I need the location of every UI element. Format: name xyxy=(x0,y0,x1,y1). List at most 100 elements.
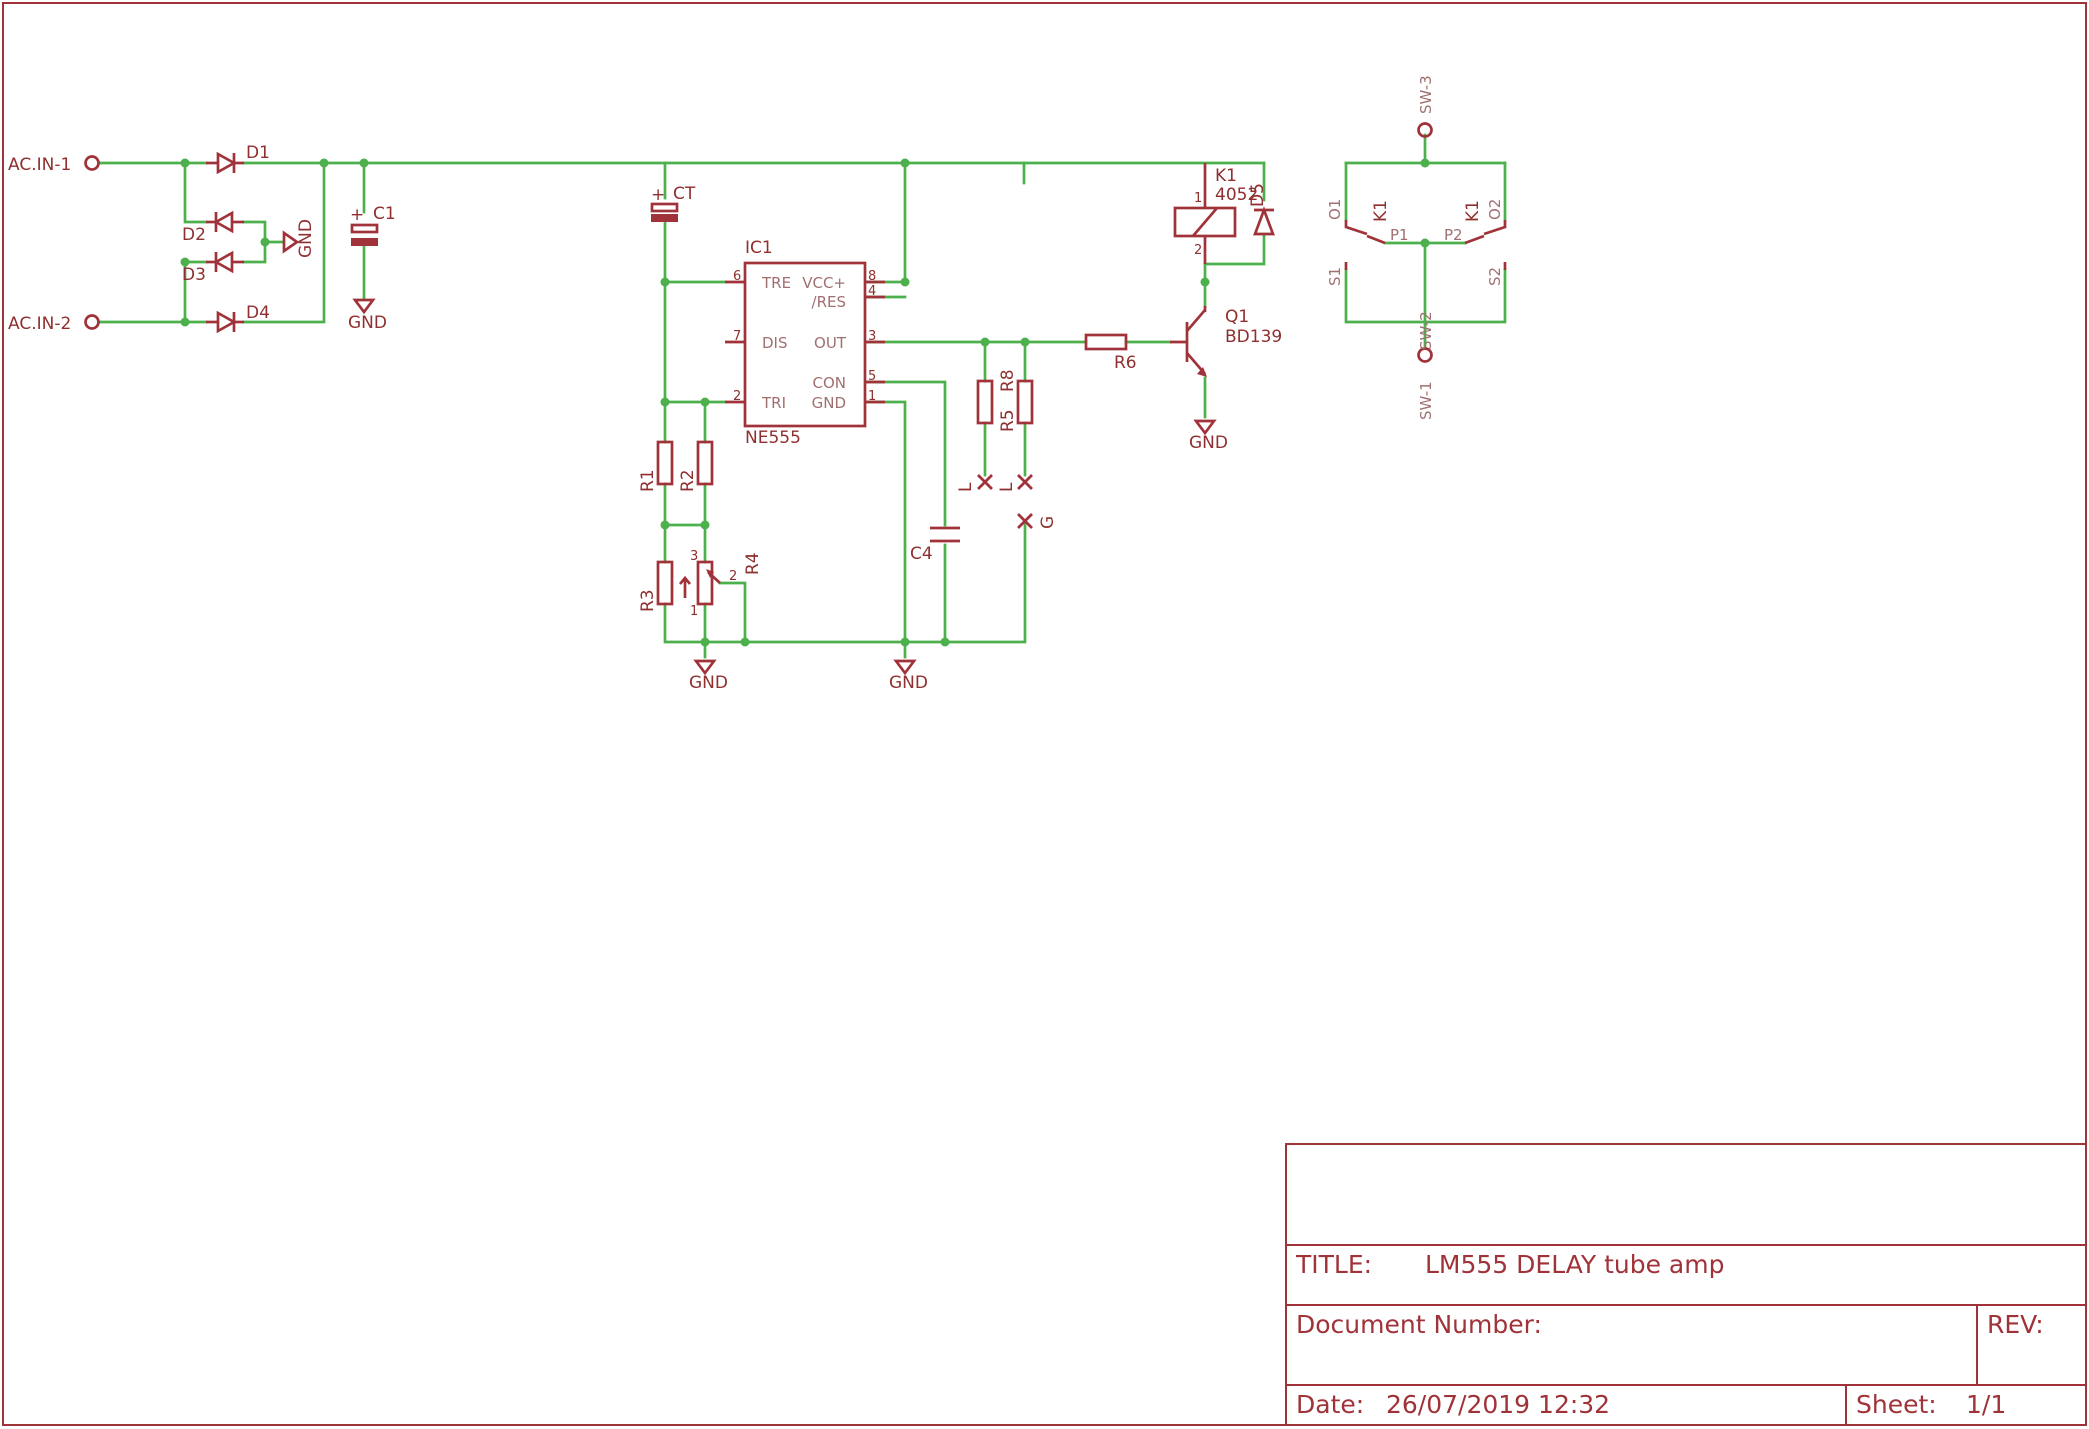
potentiometer-r4: 3 1 2 R4 xyxy=(690,549,763,619)
gnd-label-c1: GND xyxy=(348,313,387,333)
pin-num-4: 4 xyxy=(868,284,876,299)
port-ac-in-2: AC.IN-2 xyxy=(8,314,100,334)
port-sw-1: SW-1 xyxy=(1417,347,1435,420)
ic-value-label: NE555 xyxy=(745,428,801,448)
diode-d3-label: D3 xyxy=(182,265,206,285)
pot-pin-1: 1 xyxy=(690,604,698,619)
capacitor-ct: + CT xyxy=(650,184,696,222)
capacitor-c4: C4 xyxy=(910,526,960,564)
title-label: TITLE: xyxy=(1295,1250,1372,1279)
sheet-value: 1/1 xyxy=(1966,1390,2006,1419)
gnd-symbol-q1: GND xyxy=(1189,419,1228,453)
document-number-label: Document Number: xyxy=(1296,1310,1542,1339)
port-sw-3: SW-3 xyxy=(1417,75,1435,138)
diode-d2-label: D2 xyxy=(182,225,206,245)
port-ac-in-1: AC.IN-1 xyxy=(8,155,100,175)
gnd-symbol-bridge: GND xyxy=(282,219,316,258)
jumper-g-label: G xyxy=(1038,516,1058,529)
resistor-r5-label: R5 xyxy=(998,409,1018,432)
ct-plus-sign: + xyxy=(651,185,665,205)
resistor-r1: R1 xyxy=(638,440,674,492)
pin-num-7: 7 xyxy=(733,329,741,344)
title-block: TITLE: LM555 DELAY tube amp Document Num… xyxy=(1285,1143,2087,1426)
relay-coil-pin-1: 1 xyxy=(1194,191,1202,206)
transistor-q1-value: BD139 xyxy=(1225,327,1282,347)
relay-coil-k1: 1 2 K1 4052 xyxy=(1173,163,1258,264)
pin-num-3: 3 xyxy=(868,329,876,344)
gnd-label-ic: GND xyxy=(889,673,928,693)
relay-k1-label: K1 xyxy=(1215,166,1237,186)
diode-d2: D2 xyxy=(182,210,244,245)
resistor-r3-label: R3 xyxy=(638,589,658,612)
port-sw-2: SW-2 xyxy=(1417,311,1435,350)
resistor-r8: R8 xyxy=(998,369,1034,425)
title-value: LM555 DELAY tube amp xyxy=(1425,1250,1724,1279)
gnd-label-bridge: GND xyxy=(296,219,316,258)
pin-name-out: OUT xyxy=(814,334,847,352)
pin-num-6: 6 xyxy=(733,269,741,284)
gnd-symbol-c1: GND xyxy=(348,298,387,333)
port-sw-1-label: SW-1 xyxy=(1417,381,1435,420)
pin-name-dis: DIS xyxy=(762,334,788,352)
diode-d3: D3 xyxy=(182,250,244,285)
junctions xyxy=(180,158,1430,647)
pin-num-8: 8 xyxy=(868,269,876,284)
diode-d4-label: D4 xyxy=(246,303,270,323)
pin-name-con: CON xyxy=(812,374,846,392)
date-value: 26/07/2019 12:32 xyxy=(1386,1390,1610,1419)
port-sw-2-label: SW-2 xyxy=(1417,311,1435,350)
contact-k1-right: K1 xyxy=(1463,200,1483,222)
sheet-label: Sheet: xyxy=(1856,1390,1937,1419)
diode-d5-label: D5 xyxy=(1248,183,1268,207)
relay-k1-value: 4052 xyxy=(1215,185,1258,205)
relay-contacts: P1 P2 O1 O2 S1 S2 K1 K1 xyxy=(1326,199,1507,286)
resistor-r4-label: R4 xyxy=(743,552,763,575)
ic-ne555: IC1 6 7 2 8 4 3 5 1 TRE DIS TRI VCC+ /RE… xyxy=(725,238,885,448)
resistor-r5: R5 xyxy=(976,379,1018,432)
resistor-r2: R2 xyxy=(678,440,714,492)
pin-num-2: 2 xyxy=(733,389,741,404)
capacitor-c1: + C1 xyxy=(350,204,396,246)
resistor-r6: R6 xyxy=(1084,333,1137,373)
jumper-l2-label: L xyxy=(997,482,1017,492)
pin-num-1: 1 xyxy=(868,389,876,404)
contact-k1-left: K1 xyxy=(1371,200,1391,222)
resistor-r3: R3 xyxy=(638,560,692,612)
contact-o1: O1 xyxy=(1326,199,1344,220)
resistor-r6-label: R6 xyxy=(1114,353,1137,373)
jumper-l1: L xyxy=(956,474,993,492)
diode-d1-label: D1 xyxy=(246,143,270,163)
diode-d4: D4 xyxy=(206,303,270,334)
pin-num-5: 5 xyxy=(868,369,876,384)
resistor-r8-label: R8 xyxy=(998,369,1018,392)
pin-name-vcc: VCC+ xyxy=(802,274,846,292)
diode-d5: D5 xyxy=(1248,183,1275,236)
transistor-q1: Q1 BD139 xyxy=(1170,306,1282,377)
contact-s2: S2 xyxy=(1486,267,1504,286)
contact-o2: O2 xyxy=(1486,199,1504,220)
resistor-r2-label: R2 xyxy=(678,469,698,492)
pin-name-gnd: GND xyxy=(812,394,846,412)
resistor-r1-label: R1 xyxy=(638,469,658,492)
diode-d1: D1 xyxy=(206,143,270,175)
date-label: Date: xyxy=(1296,1390,1364,1419)
gnd-symbol-r3r4: GND xyxy=(689,659,728,693)
jumper-l1-label: L xyxy=(956,482,976,492)
transistor-q1-label: Q1 xyxy=(1225,307,1249,327)
port-ac-in-2-label: AC.IN-2 xyxy=(8,314,71,334)
rev-label: REV: xyxy=(1987,1310,2044,1339)
gnd-symbol-ic: GND xyxy=(889,659,928,693)
contact-p1: P1 xyxy=(1390,226,1409,244)
ic-name-label: IC1 xyxy=(745,238,773,258)
pin-name-tri: TRI xyxy=(761,394,786,412)
capacitor-c1-label: C1 xyxy=(373,204,396,224)
relay-coil-pin-2: 2 xyxy=(1194,243,1202,258)
jumper-g: G xyxy=(1017,513,1058,529)
c1-plus-sign: + xyxy=(350,205,364,225)
gnd-label-r3r4: GND xyxy=(689,673,728,693)
pin-name-tre: TRE xyxy=(761,274,791,292)
gnd-label-q1: GND xyxy=(1189,433,1228,453)
jumper-l2: L xyxy=(997,474,1033,492)
pin-name-res: /RES xyxy=(812,293,846,311)
